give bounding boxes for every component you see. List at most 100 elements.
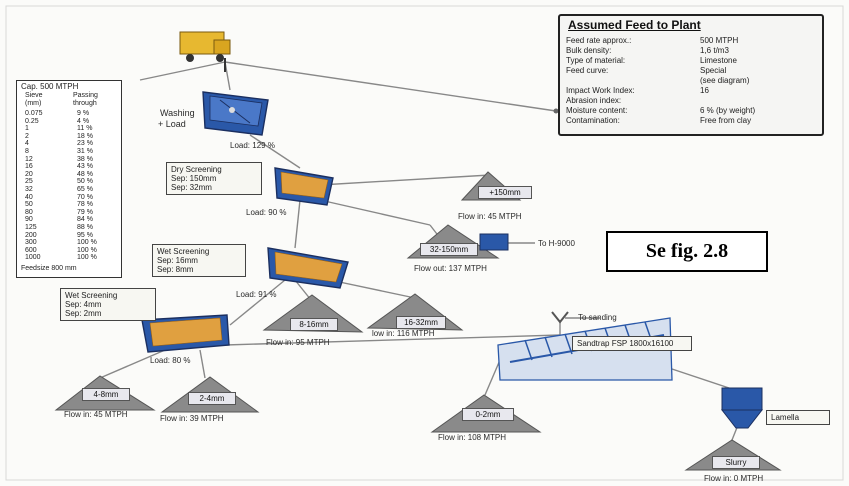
pile-32-150-flow: Flow out: 137 MTPH: [414, 264, 487, 273]
curve-sieve-cell: 0.25: [25, 117, 39, 125]
curve-sieve-cell: 125: [25, 224, 37, 231]
curve-col-sieve: Sieve: [25, 92, 43, 99]
curve-col-sieve-unit: (mm): [25, 100, 42, 107]
curve-col-passing-unit: through: [73, 100, 97, 107]
feed-row-label: Abrasion index:: [566, 96, 622, 105]
dry-screen-icon: [274, 167, 334, 206]
pile-16-32-flow: low in: 116 MTPH: [372, 329, 435, 338]
curve-sieve-cell: 2: [25, 132, 29, 140]
wet-screening-2-box: Wet Screening Sep: 4mm Sep: 2mm: [60, 288, 156, 321]
feed-row-value: 6 % (by weight): [700, 106, 756, 115]
feed-row-label: Feed curve:: [566, 66, 609, 75]
wet1-load-label: Load: 91 %: [236, 290, 277, 299]
curve-passing-cell: 100 %: [77, 239, 97, 247]
curve-passing-cell: 100 %: [77, 254, 97, 262]
curve-sieve-cell: 16: [25, 163, 33, 171]
wet-screening-1-sep2: Sep: 8mm: [157, 265, 194, 274]
pile-0-2-flow: Flow in: 108 MTPH: [438, 433, 507, 442]
wet-screening-2-sep2: Sep: 2mm: [65, 309, 102, 318]
lamella-icon: [720, 387, 764, 429]
conveyor-unit-icon: [479, 233, 509, 251]
curve-sieve-cell: 80: [25, 208, 33, 216]
curve-sieve-cell: 4: [25, 140, 29, 148]
washer-unit-icon: [202, 91, 269, 136]
wet-screen-1-icon: [267, 247, 349, 289]
wet-screening-1-title: Wet Screening: [157, 247, 210, 256]
pile-32-150-label: 32-150mm: [420, 243, 478, 256]
curve-sieve-cell: 12: [25, 155, 33, 163]
figure-reference-box: Se fig. 2.8: [606, 231, 768, 272]
to-sanding-label: To sanding: [578, 313, 617, 322]
feed-row-value: 16: [700, 86, 709, 95]
curve-passing-cell: 48 %: [77, 170, 93, 178]
feed-row-value: (see diagram): [700, 76, 750, 85]
pile-16-32-label: 16-32mm: [396, 316, 446, 329]
curve-sieve-cell: 32: [25, 186, 33, 193]
flow-lines: [99, 61, 751, 446]
feed-row-value: Special: [700, 66, 727, 75]
curve-passing-cell: 9 %: [77, 110, 90, 117]
curve-passing-cell: 38 %: [77, 155, 93, 163]
curve-passing-cell: 11 %: [77, 125, 93, 133]
curve-passing-cell: 88 %: [77, 224, 93, 231]
curve-passing-cell: 18 %: [77, 132, 93, 140]
feed-row-label: Moisture content:: [566, 106, 628, 115]
curve-passing-cell: 84 %: [77, 216, 93, 224]
feed-row-label: Bulk density:: [566, 46, 612, 55]
pile-0-2-label: 0-2mm: [462, 408, 514, 421]
curve-passing-cell: 95 %: [77, 231, 93, 239]
curve-sieve-cell: 50: [25, 201, 33, 209]
pile-slurry-label: Slurry: [712, 456, 760, 469]
pile-slurry-flow: Flow in: 0 MTPH: [704, 474, 764, 483]
pile-8-16-flow: Flow in: 95 MTPH: [266, 338, 330, 347]
curve-passing-cell: 4 %: [77, 117, 90, 125]
to-hd-label: To H-9000: [538, 239, 575, 248]
curve-sieve-cell: 600: [25, 246, 37, 254]
curve-sieve-cell: 1: [25, 125, 29, 133]
curve-sieve-cell: 0.075: [25, 110, 43, 117]
dump-truck-icon: [179, 31, 231, 72]
curve-passing-cell: 31 %: [77, 148, 93, 155]
curve-sieve-cell: 1000: [25, 254, 41, 262]
curve-sieve-cell: 90: [25, 216, 33, 224]
wet-screening-1-sep1: Sep: 16mm: [157, 256, 198, 265]
wet2-load-label: Load: 80 %: [150, 356, 191, 365]
lamella-label: Lamella: [766, 410, 830, 425]
pile-150-label: +150mm: [478, 186, 532, 199]
feed-info-box: Assumed Feed to Plant Feed rate approx.:…: [558, 14, 824, 136]
curve-passing-cell: 65 %: [77, 186, 93, 193]
feed-row-label: Contamination:: [566, 116, 620, 125]
feed-row-value: 500 MTPH: [700, 36, 739, 45]
wet-screening-1-box: Wet Screening Sep: 16mm Sep: 8mm: [152, 244, 246, 277]
wet-screen-2-icon: [141, 314, 230, 353]
dry-screening-sep1: Sep: 150mm: [171, 174, 217, 183]
curve-sieve-cell: 8: [25, 148, 29, 155]
feed-title: Assumed Feed to Plant: [568, 18, 701, 32]
splitter-icon: [551, 311, 569, 324]
feed-row-label: Impact Work Index:: [566, 86, 635, 95]
curve-passing-cell: 70 %: [77, 193, 93, 201]
dry-screening-sep2: Sep: 32mm: [171, 183, 212, 192]
washing-label: Washing: [160, 108, 195, 118]
curve-sieve-cell: 25: [25, 178, 33, 186]
curve-passing-cell: 50 %: [77, 178, 93, 186]
curve-sieve-cell: 20: [25, 170, 33, 178]
curve-passing-cell: 78 %: [77, 201, 93, 209]
dry-screening-box: Dry Screening Sep: 150mm Sep: 32mm: [166, 162, 262, 195]
curve-sieve-cell: 200: [25, 231, 37, 239]
curve-capacity: Cap. 500 MTPH: [21, 82, 79, 91]
curve-passing-cell: 100 %: [77, 246, 97, 254]
wet-screening-2-title: Wet Screening: [65, 291, 118, 300]
feed-row-value: Limestone: [700, 56, 737, 65]
dry-load-label: Load: 90 %: [246, 208, 287, 217]
feed-row-label: Type of material:: [566, 56, 626, 65]
pile-2-4-label: 2-4mm: [188, 392, 236, 405]
pile-4-8-label: 4-8mm: [82, 388, 130, 401]
pile-150-flow: Flow in: 45 MTPH: [458, 212, 522, 221]
feed-row-value: 1,6 t/m3: [700, 46, 729, 55]
wet-screening-2-sep1: Sep: 4mm: [65, 300, 102, 309]
curve-sieve-cell: 40: [25, 193, 33, 201]
curve-passing-cell: 79 %: [77, 208, 93, 216]
pile-4-8-flow: Flow in: 45 MTPH: [64, 410, 128, 419]
